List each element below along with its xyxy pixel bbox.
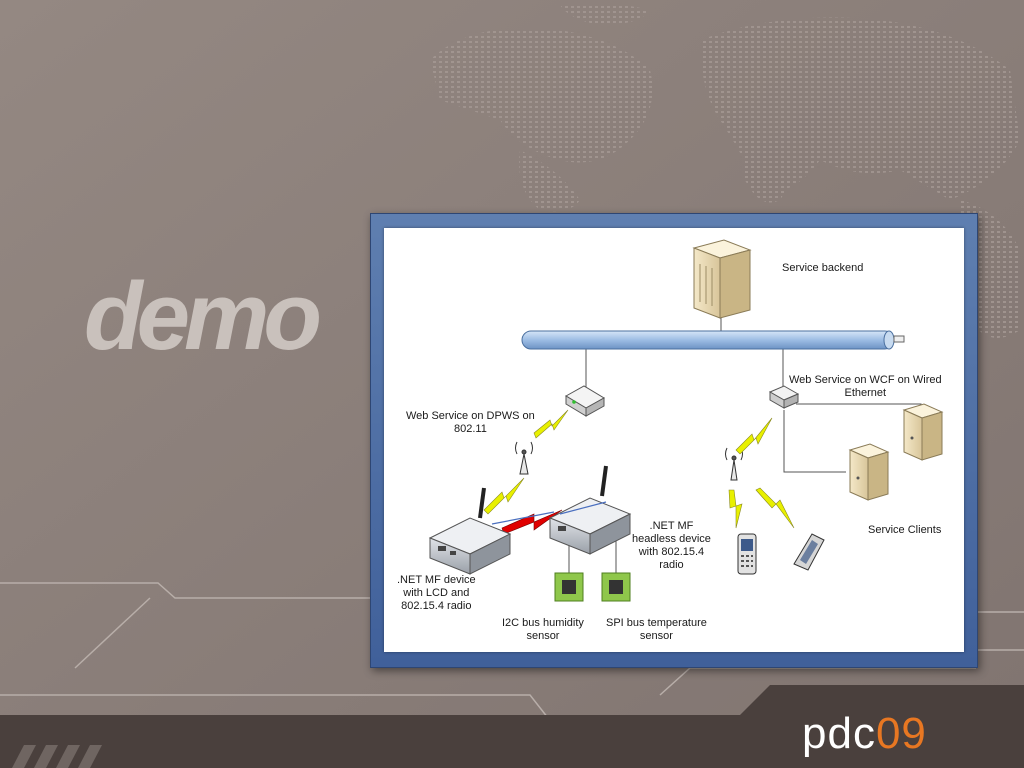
netmf-lcd-label: .NET MF device with LCD and 802.15.4 rad… <box>397 574 476 612</box>
circuit-lines-decoration <box>0 582 1024 719</box>
network-switch-icon <box>768 385 800 409</box>
client-server-icon <box>902 403 944 461</box>
pdc09-logo: pdc09 <box>802 712 927 756</box>
diagram-frame: Service backend Web Service on WCF on Wi… <box>370 213 978 668</box>
stripes-decoration <box>12 745 102 768</box>
network-diagram <box>428 239 944 602</box>
netmf-lcd-device-icon <box>428 487 512 575</box>
wcf-service-label: Web Service on WCF on Wired Ethernet <box>789 374 942 399</box>
humidity-sensor-icon <box>554 572 584 602</box>
netmf-headless-device-icon <box>491 465 632 555</box>
diagram-canvas: Service backend Web Service on WCF on Wi… <box>384 228 964 652</box>
netmf-headless-label: .NET MF headless device with 802.15.4 ra… <box>632 520 711 571</box>
temperature-sensor-icon <box>601 572 631 602</box>
wireless-access-point-icon <box>565 385 605 417</box>
backend-server-icon <box>692 239 752 319</box>
network-bus-pipe <box>521 330 905 350</box>
bottom-band <box>0 685 1024 768</box>
antenna-tower-icon <box>725 447 743 481</box>
dpws-service-label: Web Service on DPWS on 802.11 <box>406 410 535 435</box>
spi-sensor-label: SPI bus temperature sensor <box>606 617 707 642</box>
service-backend-label: Service backend <box>782 262 864 274</box>
wireless-link-bolts <box>483 409 795 529</box>
logo-accent-text: 09 <box>875 709 927 758</box>
antenna-tower-icon <box>515 441 533 475</box>
logo-primary-text: pdc <box>802 709 876 758</box>
i2c-sensor-label: I2C bus humidity sensor <box>502 617 584 642</box>
mobile-phone-icon <box>737 533 757 575</box>
service-clients-label: Service Clients <box>868 524 942 536</box>
pda-device-icon <box>793 533 825 571</box>
slide-title: demo <box>84 263 322 370</box>
client-server-icon <box>848 443 890 501</box>
